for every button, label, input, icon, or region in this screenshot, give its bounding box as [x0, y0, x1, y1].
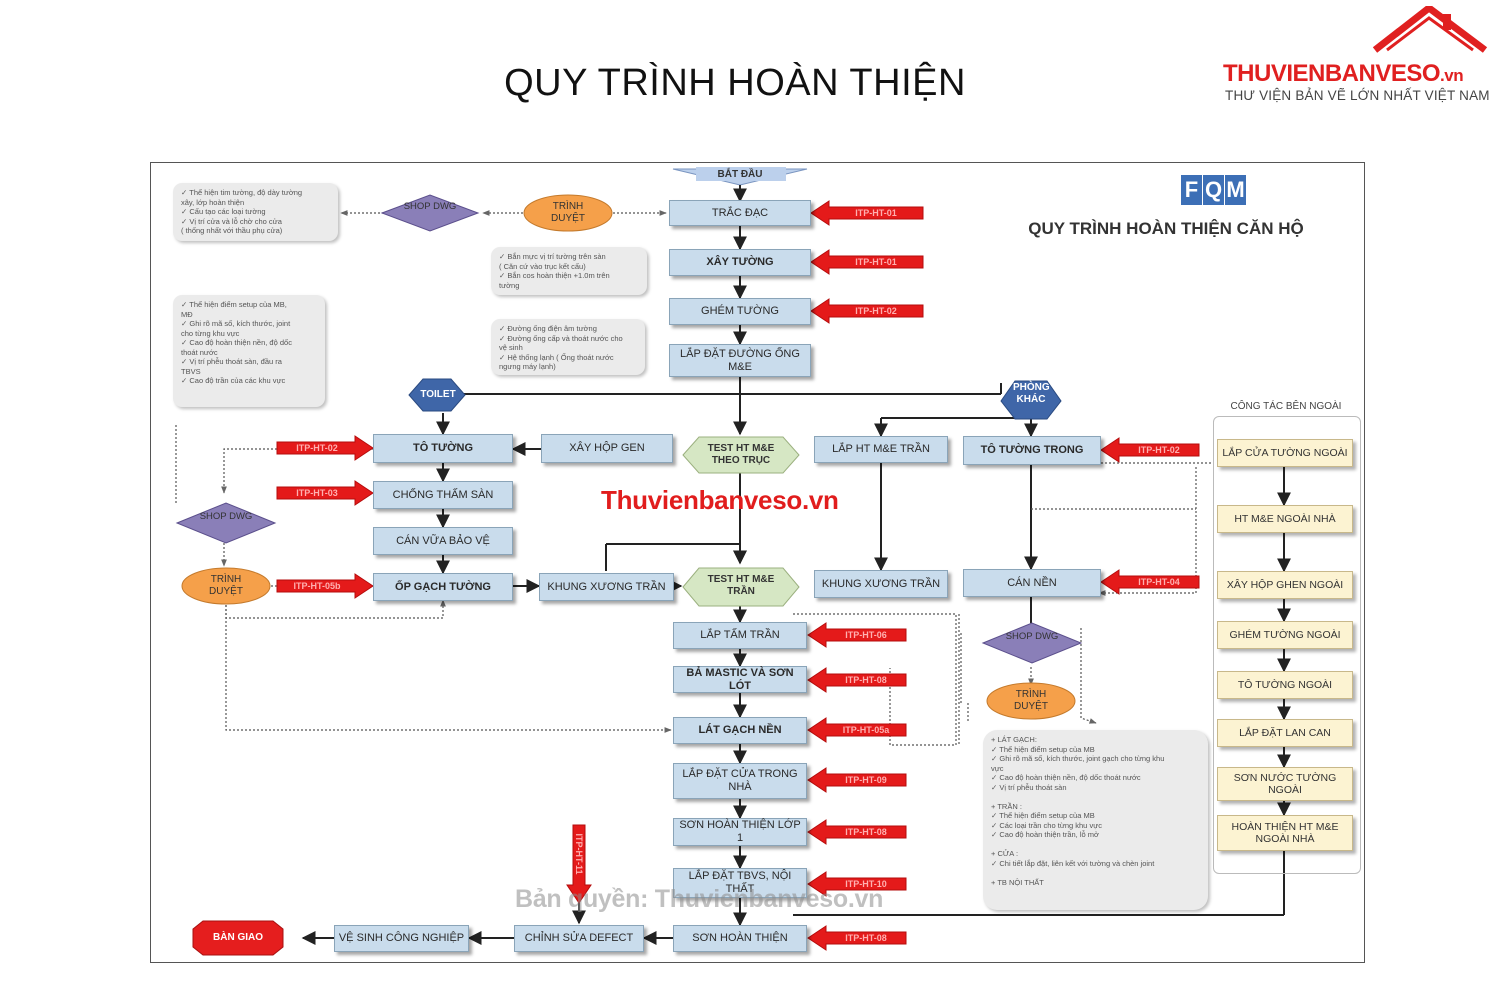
shop-dwg-left	[175, 502, 277, 544]
step-ba-mastic[interactable]: BẢ MASTIC VÀ SƠN LÓT	[673, 666, 807, 693]
logo-tagline: THƯ VIỆN BẢN VẼ LỚN NHẤT VIỆT NAM	[1225, 88, 1490, 103]
watermark-text: Thuvienbanveso.vn	[601, 485, 839, 515]
step-son-hoan-thien-1[interactable]: SƠN HOÀN THIỆN LỚP 1	[673, 818, 807, 846]
diagram-canvas	[175, 167, 1291, 956]
brand-logo[interactable]: THUVIENBANVESO.vn THƯ VIỆN BẢN VẼ LỚN NH…	[1215, 6, 1495, 106]
note-shop-dwg-top: ✓ Thể hiện tim tường, độ dày tường xây, …	[173, 183, 338, 241]
living-can-nen[interactable]: CÁN NỀN	[963, 569, 1101, 597]
toilet-can-vua[interactable]: CÁN VỮA BẢO VỆ	[373, 527, 513, 555]
logo-brand-text: THUVIENBANVESO	[1223, 60, 1441, 87]
step-xay-tuong[interactable]: XÂY TƯỜNG	[669, 249, 811, 276]
external-step[interactable]: HOÀN THIỆN HT M&E NGOÀI NHÀ	[1217, 815, 1353, 851]
start-banner	[696, 167, 786, 181]
phong-khac-hexagon	[1000, 380, 1062, 420]
toilet-xay-hop-gen[interactable]: XÂY HỘP GEN	[541, 434, 673, 463]
step-lap-dat-me[interactable]: LẮP ĐẶT ĐƯỜNG ỐNG M&E	[669, 344, 811, 377]
toilet-hexagon	[408, 378, 466, 412]
logo-brand-suffix: .vn	[1440, 66, 1464, 85]
step-lat-gach-nen[interactable]: LÁT GẠCH NỀN	[673, 717, 807, 744]
note-me: ✓ Đường ống điện âm tường ✓ Đường ống cấ…	[491, 319, 645, 375]
external-step[interactable]: LẮP CỬA TƯỜNG NGOÀI	[1217, 439, 1353, 467]
step-trac-dac[interactable]: TRẮC ĐẠC	[669, 200, 811, 226]
external-step[interactable]: SƠN NƯỚC TƯỜNG NGOÀI	[1217, 767, 1353, 801]
external-step[interactable]: LẮP ĐẶT LAN CAN	[1217, 719, 1353, 747]
toilet-to-tuong[interactable]: TÔ TƯỜNG	[373, 434, 513, 463]
trinh-duyet-left	[181, 567, 271, 605]
living-lap-ht-me[interactable]: LẮP HT M&E TRẦN	[814, 436, 948, 463]
step-chinh-sua-defect[interactable]: CHỈNH SỬA DEFECT	[514, 925, 644, 952]
fqm-letter: F	[1181, 175, 1202, 205]
roof-logo-icon	[1372, 6, 1488, 53]
test-theo-truc-hexagon	[682, 436, 800, 474]
page-title: QUY TRÌNH HOÀN THIỆN	[504, 62, 966, 104]
note-shop-dwg-left: ✓ Thể hiện điểm setup của MB, MĐ ✓ Ghi r…	[173, 295, 325, 407]
shop-dwg-top	[380, 194, 480, 232]
external-step[interactable]: HT M&E NGOÀI NHÀ	[1217, 505, 1353, 533]
living-to-tuong-trong[interactable]: TÔ TƯỜNG TRONG	[963, 436, 1101, 465]
external-step[interactable]: GHÉM TƯỜNG NGOÀI	[1217, 621, 1353, 649]
end-shape	[192, 920, 284, 956]
external-title: CÔNG TÁC BÊN NGOÀI	[1230, 401, 1342, 412]
external-step[interactable]: TÔ TƯỜNG NGOÀI	[1217, 671, 1353, 699]
toilet-op-gach[interactable]: ỐP GẠCH TƯỜNG	[373, 573, 513, 601]
shop-dwg-right	[981, 622, 1083, 664]
toilet-chong-tham[interactable]: CHỐNG THẤM SÀN	[373, 481, 513, 509]
step-ve-sinh[interactable]: VỆ SINH CÔNG NGHIỆP	[334, 925, 469, 952]
trinh-duyet-top	[523, 194, 613, 232]
test-tran-hexagon	[682, 567, 800, 607]
step-lap-dat-tbvs[interactable]: LẮP ĐẶT TBVS, NỘI THẤT	[673, 868, 807, 898]
step-ghem-tuong[interactable]: GHÉM TƯỜNG	[669, 298, 811, 325]
step-lap-dat-cua[interactable]: LẮP ĐẶT CỬA TRONG NHÀ	[673, 763, 807, 799]
copyright-text: Bản quyền: Thuvienbanveso.vn	[515, 885, 884, 913]
living-khung-xuong[interactable]: KHUNG XƯƠNG TRẦN	[814, 570, 948, 598]
external-step[interactable]: XÂY HỘP GHEN NGOÀI	[1217, 571, 1353, 599]
note-xay-tuong: ✓ Bắn mực vị trí tường trên sàn ( Căn cứ…	[491, 247, 647, 295]
trinh-duyet-right	[986, 682, 1076, 720]
fqm-letter: Q	[1203, 175, 1224, 205]
step-lap-tam-tran[interactable]: LẮP TẤM TRẦN	[673, 622, 807, 649]
external-panel	[1213, 416, 1361, 874]
diagram-title: QUY TRÌNH HOÀN THIỆN CĂN HỘ	[1028, 219, 1304, 238]
step-son-hoan-thien[interactable]: SƠN HOÀN THIỆN	[673, 925, 807, 952]
note-trinh-duyet-right: + LÁT GẠCH: ✓ Thể hiện điểm setup của MB…	[983, 730, 1208, 910]
toilet-khung-xuong[interactable]: KHUNG XƯƠNG TRẦN	[539, 573, 674, 601]
fqm-letter: M	[1225, 175, 1246, 205]
